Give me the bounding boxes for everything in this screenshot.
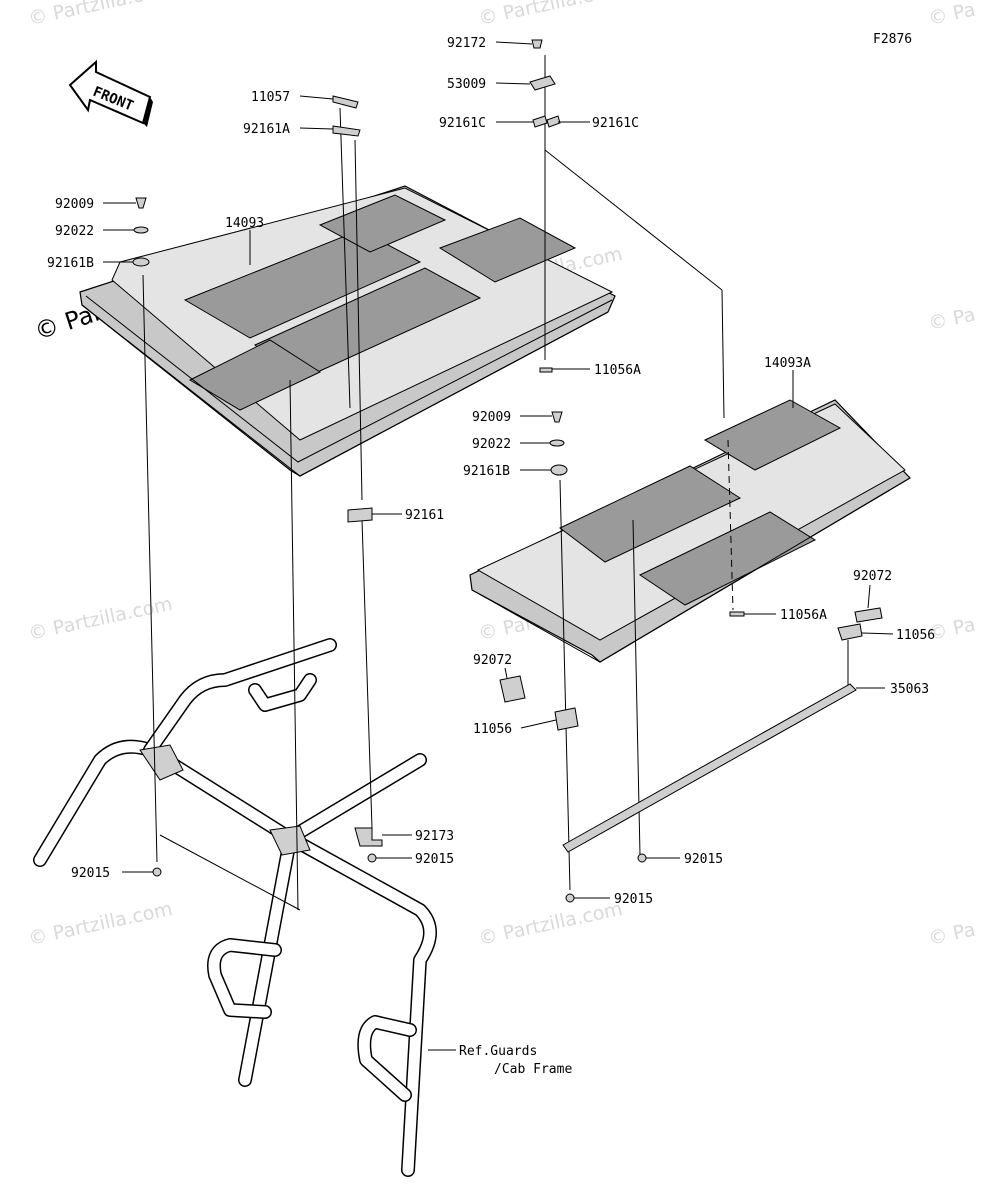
callout: 53009 (447, 77, 486, 92)
callout: 92015 (614, 892, 653, 907)
rear-roof-panel-14093a (469, 399, 911, 663)
callout: 11056A (594, 363, 641, 378)
bracket-92072-right (854, 607, 883, 623)
ref-label-line1: Ref.Guards (459, 1044, 537, 1059)
callout: 92072 (853, 569, 892, 584)
bracket-92173 (354, 827, 383, 847)
strip-35063 (562, 683, 857, 853)
callout: 92172 (447, 36, 486, 51)
nut-92015 (565, 893, 575, 903)
callout-leaders (103, 41, 894, 1051)
callout: 11057 (251, 90, 290, 105)
callout: 92009 (472, 410, 511, 425)
callout: 14093 (225, 216, 264, 231)
bolt-92172 (531, 39, 543, 49)
plate-53009 (529, 75, 556, 91)
washer-92161b (132, 257, 150, 267)
assembly-lines (142, 55, 849, 911)
watermark: © Partzilla.com (476, 0, 624, 30)
callout: 92015 (71, 866, 110, 881)
clip-11056-right (837, 623, 863, 641)
pad-92161 (347, 507, 373, 523)
washer-92022-rear (549, 439, 565, 447)
callout: 11056 (896, 628, 935, 643)
callout: 35063 (890, 682, 929, 697)
nut-92015 (367, 853, 377, 863)
diagram-code: F2876 (873, 32, 912, 47)
bolt-92009-rear (551, 411, 563, 423)
watermark: © Pa (926, 304, 977, 335)
watermark: © Partzilla.com (476, 898, 624, 950)
watermark: © Pa (926, 919, 977, 950)
washer-92161b-rear (550, 464, 568, 476)
watermark: © Partzilla.com (26, 0, 174, 30)
plate-11057 (332, 95, 359, 109)
callout: 92022 (55, 224, 94, 239)
clip-92161c-right (546, 115, 561, 128)
callout: 11056 (473, 722, 512, 737)
bracket-92072-left (499, 675, 526, 703)
callout: 92015 (415, 852, 454, 867)
callout: 92015 (684, 852, 723, 867)
callout: 92161 (405, 508, 444, 523)
bolt-92009 (135, 197, 147, 209)
nut-92015 (637, 853, 647, 863)
watermark: © Partzilla.com (26, 593, 174, 645)
ref-label-line2: /Cab Frame (494, 1062, 572, 1077)
watermark: © Partzilla.com (26, 898, 174, 950)
callout: 92161C (592, 116, 639, 131)
watermark: © Pa (926, 0, 977, 30)
callout: 92022 (472, 437, 511, 452)
callout: 14093A (764, 356, 811, 371)
callout: 92161C (439, 116, 486, 131)
cab-frame (33, 638, 437, 1177)
clip-11056a (539, 367, 553, 373)
callout: 92173 (415, 829, 454, 844)
washer-92022 (133, 226, 149, 234)
pad-92161a (332, 125, 361, 137)
callout: 92072 (473, 653, 512, 668)
callout: 92161B (47, 256, 94, 271)
callout: 92161B (463, 464, 510, 479)
clip-11056-left (554, 707, 579, 731)
callout: 92161A (243, 122, 290, 137)
callout: 92009 (55, 197, 94, 212)
front-arrow: FRONT (68, 59, 153, 127)
callout-labels: 92172 53009 92161C 92161C 11057 92161A 9… (47, 36, 935, 1077)
clip-11056a-rear (729, 611, 745, 617)
callout: 11056A (780, 608, 827, 623)
nut-92015 (152, 867, 162, 877)
clip-92161c-left (532, 115, 548, 128)
hardware (132, 39, 883, 903)
